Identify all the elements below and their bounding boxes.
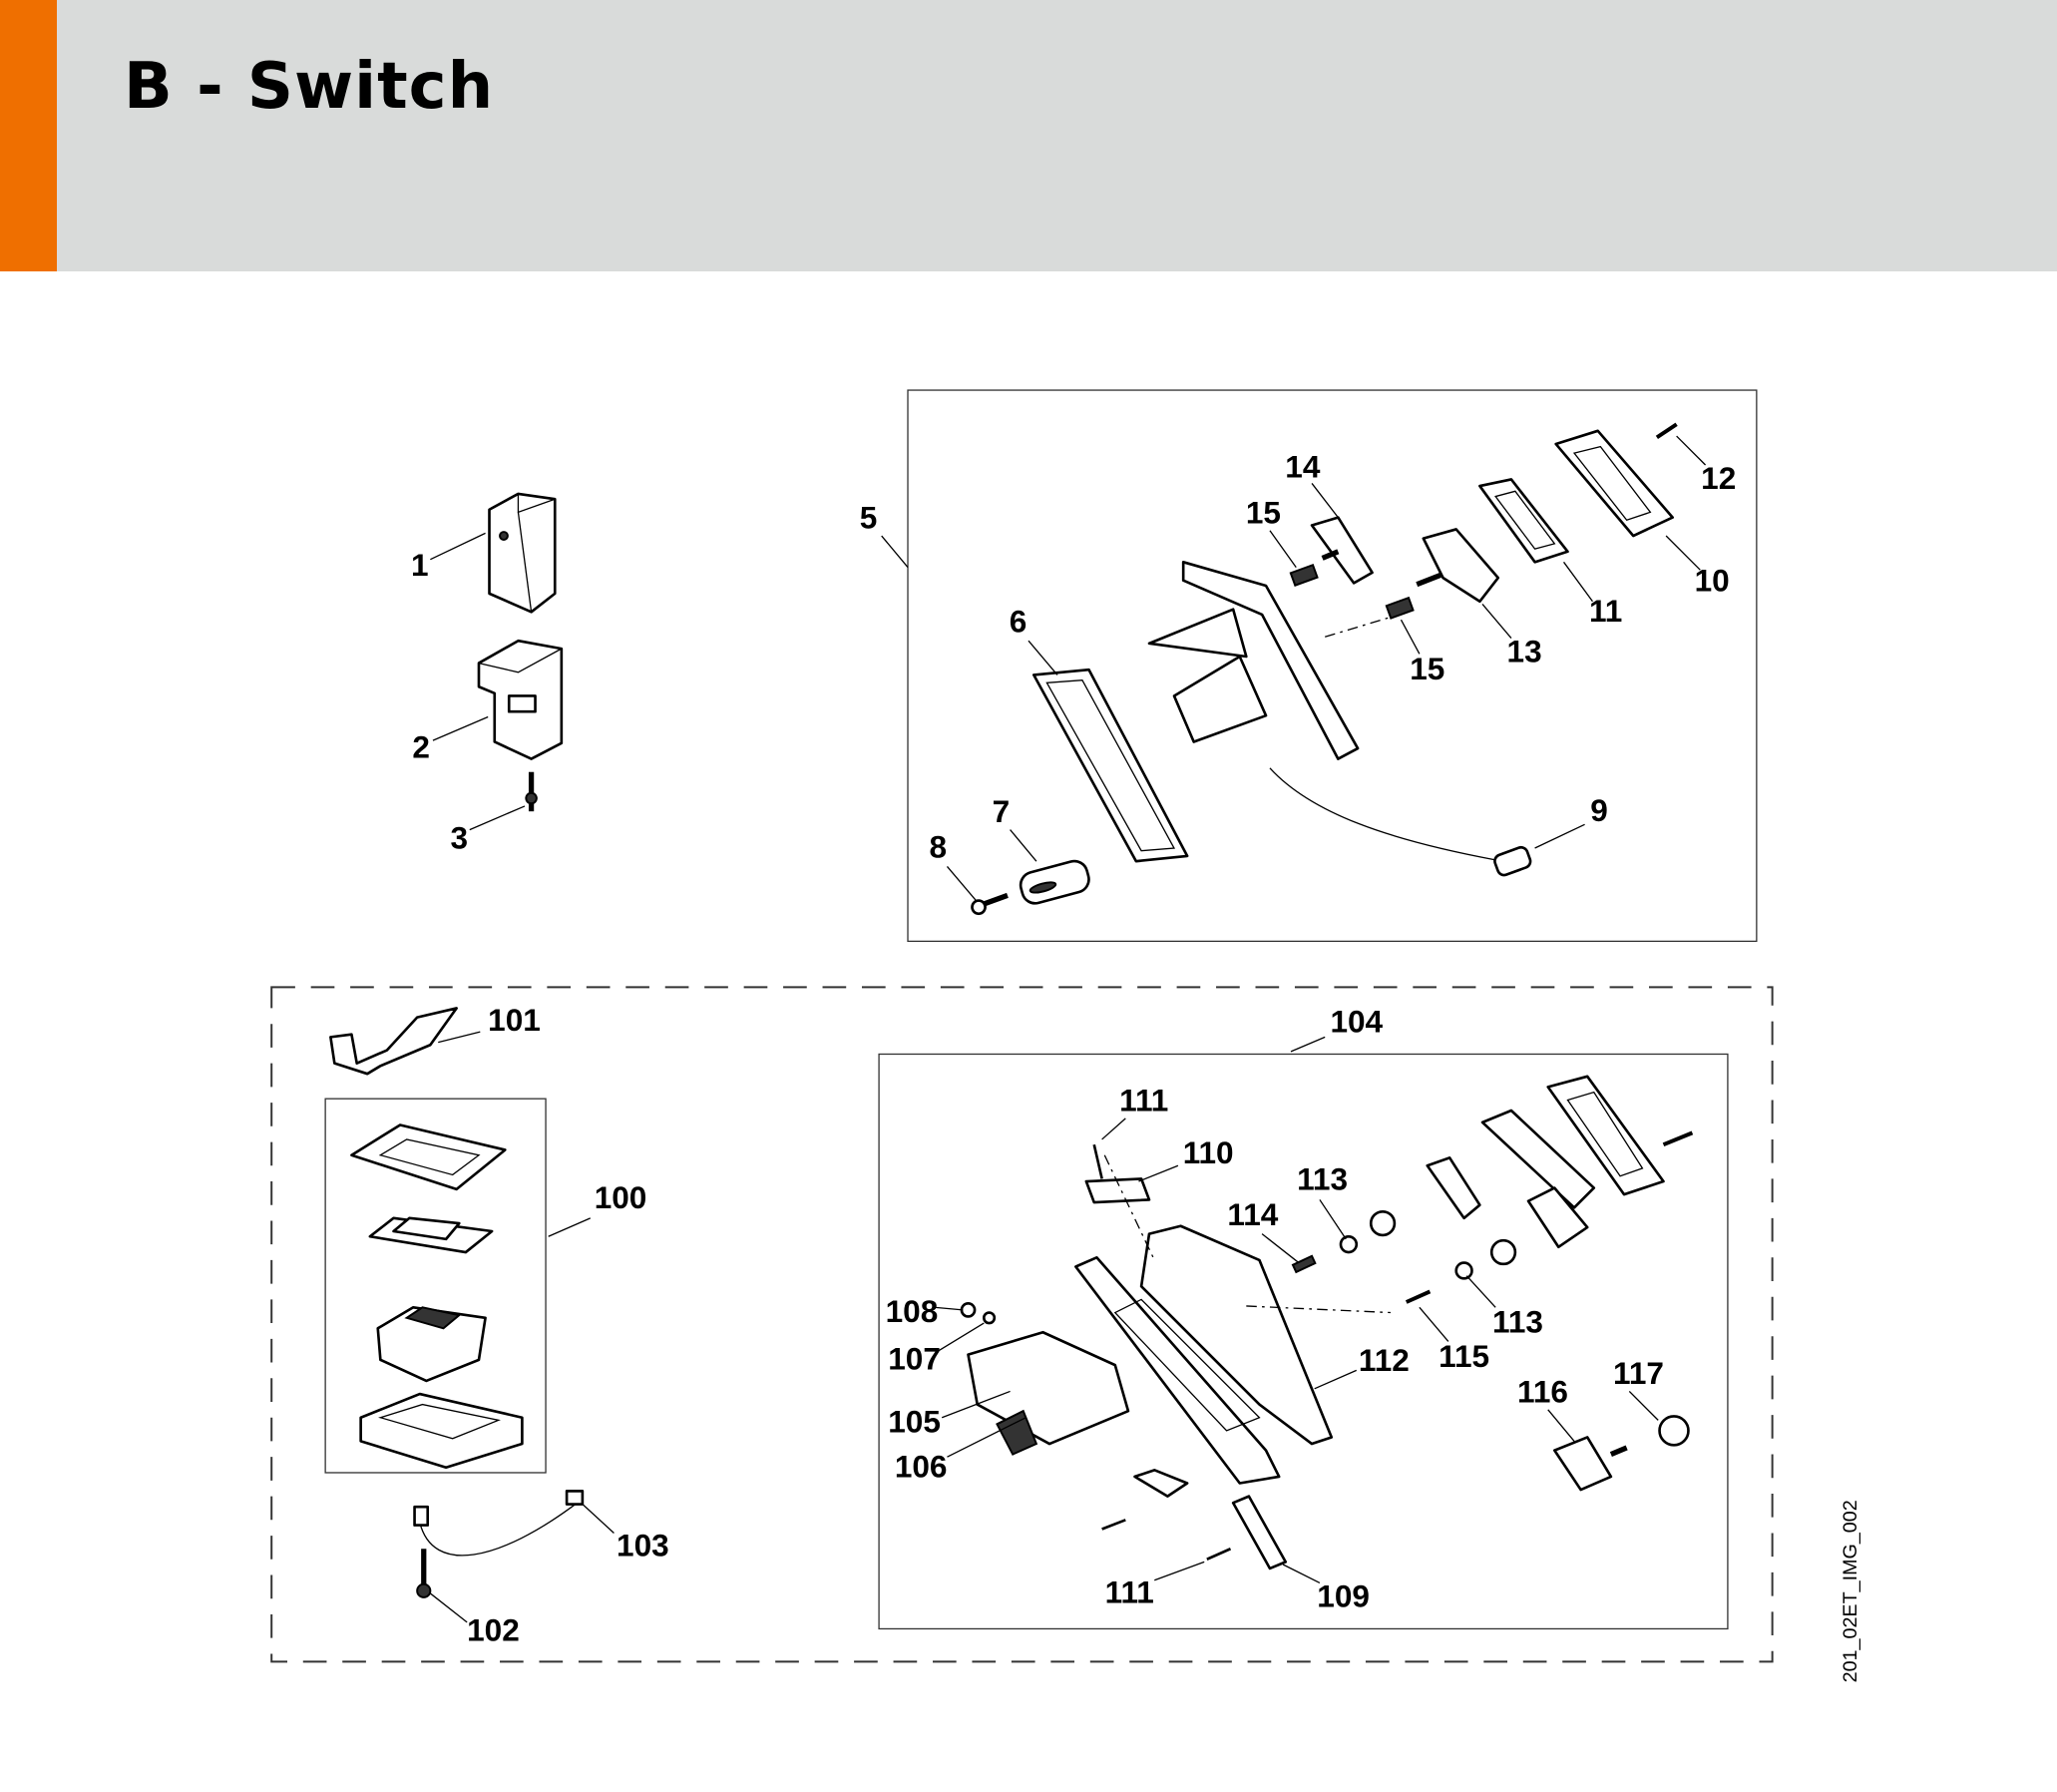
callout-14: 14 xyxy=(1285,448,1321,484)
part-8-screw xyxy=(971,892,1009,916)
callout-115: 115 xyxy=(1439,1338,1489,1374)
part-11-seal xyxy=(1478,478,1569,564)
callout-113: 113 xyxy=(1297,1160,1348,1196)
callout-104: 104 xyxy=(1330,1004,1383,1040)
callout-114: 114 xyxy=(1227,1196,1278,1232)
right-frames xyxy=(1480,1075,1694,1209)
part-100-switch-assembly xyxy=(350,1123,524,1470)
part-5-switch-housing-body xyxy=(1147,561,1392,760)
image-id-label: 201_02ET_IMG_002 xyxy=(1840,1500,1861,1682)
callout-111: 111 xyxy=(1119,1082,1168,1118)
callout-3: 3 xyxy=(450,819,468,855)
callout-15: 15 xyxy=(1410,651,1444,686)
alternate-assembly-dashed-frame xyxy=(270,986,1774,1663)
callout-112: 112 xyxy=(1359,1342,1410,1378)
callout-105: 105 xyxy=(888,1404,941,1440)
callout-12: 12 xyxy=(1701,460,1736,496)
part-117-knob xyxy=(1658,1415,1690,1447)
part-109-terminal xyxy=(1231,1495,1288,1570)
callout-9: 9 xyxy=(1590,792,1608,828)
assembly-5-frame xyxy=(907,389,1758,943)
callout-6: 6 xyxy=(1010,603,1028,639)
part-15-springs xyxy=(1289,563,1415,620)
callout-108: 108 xyxy=(886,1293,939,1329)
part-9-power-cable xyxy=(1269,767,1532,877)
part-104-housing xyxy=(1074,1154,1391,1485)
part-107-108-nuts xyxy=(960,1302,997,1325)
part-10-frame xyxy=(1554,429,1675,538)
part-14-button xyxy=(1310,516,1374,585)
callout-5: 5 xyxy=(860,500,878,536)
part-101-bracket xyxy=(329,1007,458,1076)
callout-15: 15 xyxy=(1246,494,1281,530)
part-105-106-switch-block xyxy=(967,1330,1130,1456)
part-13-button xyxy=(1416,528,1500,604)
callout-103: 103 xyxy=(617,1527,669,1563)
callout-11: 11 xyxy=(1589,593,1622,629)
assembly-104-frame xyxy=(878,1053,1729,1630)
header-bar: B - Switch xyxy=(0,0,2057,271)
callout-116: 116 xyxy=(1517,1373,1568,1409)
part-2-switch-housing xyxy=(477,639,564,760)
part-6-gasket xyxy=(1031,668,1189,863)
part-110-clamp xyxy=(1084,1177,1151,1204)
part-116-switch xyxy=(1553,1436,1628,1492)
page-title: B - Switch xyxy=(124,50,495,124)
callout-1: 1 xyxy=(411,547,429,583)
header-accent-stripe xyxy=(0,0,57,271)
callout-109: 109 xyxy=(1317,1578,1370,1614)
callout-111: 111 xyxy=(1105,1574,1154,1610)
callout-107: 107 xyxy=(888,1341,941,1377)
screws-111 xyxy=(1092,1143,1232,1561)
callout-117: 117 xyxy=(1613,1355,1664,1391)
buttons-and-springs xyxy=(1291,1156,1589,1304)
callout-100: 100 xyxy=(595,1179,647,1215)
part-103-cable xyxy=(413,1490,585,1557)
callout-110: 110 xyxy=(1183,1134,1234,1170)
assembly-100-frame xyxy=(324,1098,547,1474)
callout-10: 10 xyxy=(1695,563,1730,599)
callout-106: 106 xyxy=(895,1448,948,1484)
callout-7: 7 xyxy=(993,793,1011,829)
callout-102: 102 xyxy=(467,1612,520,1648)
callout-8: 8 xyxy=(929,829,947,865)
part-1-switch-cover xyxy=(488,492,557,614)
part-12-screw xyxy=(1655,422,1678,440)
part-7-clamp xyxy=(1019,859,1090,905)
callout-113: 113 xyxy=(1492,1304,1543,1340)
part-3-screw xyxy=(525,771,538,812)
callout-101: 101 xyxy=(488,1002,541,1038)
callout-13: 13 xyxy=(1507,634,1542,670)
part-102-screw xyxy=(416,1549,432,1598)
callout-2: 2 xyxy=(412,729,430,765)
